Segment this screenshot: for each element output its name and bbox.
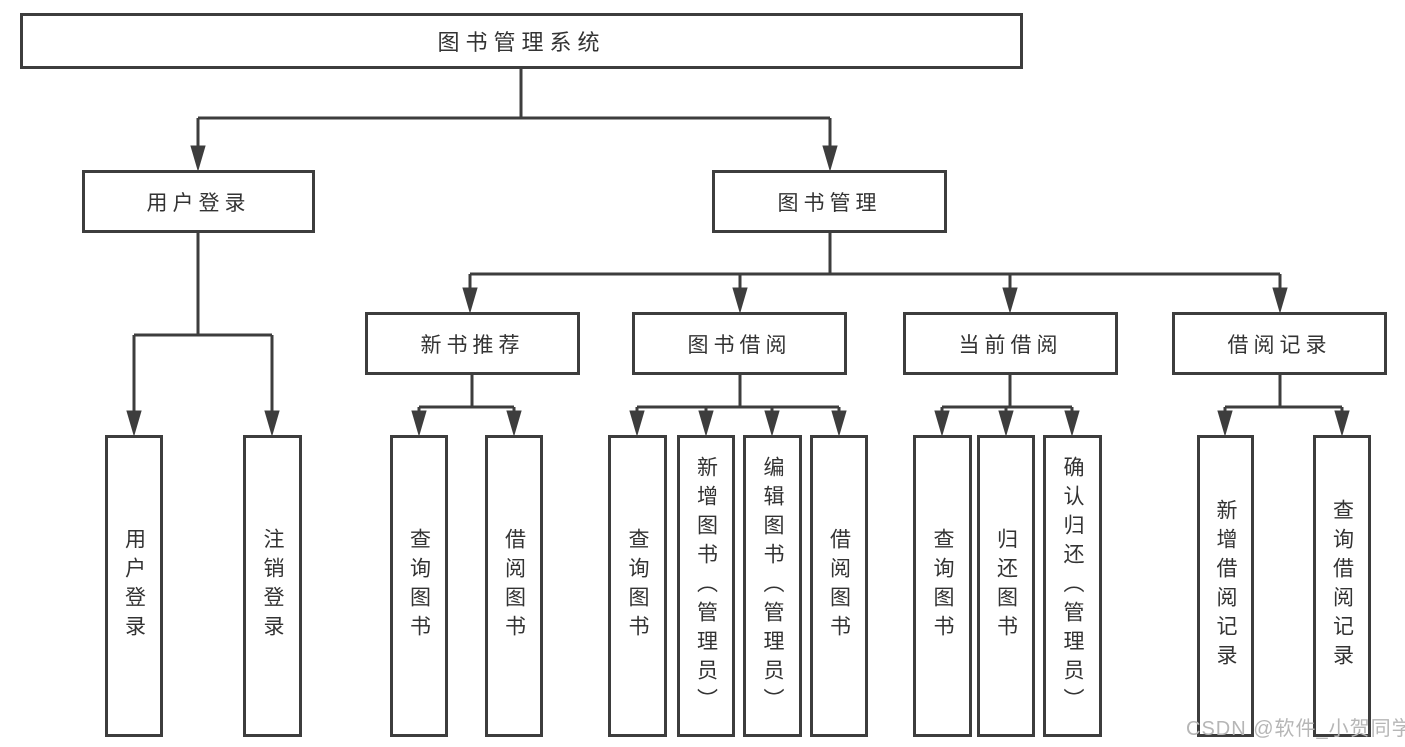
leaf-confirm-return-admin: 确认归还（管理员） xyxy=(1043,435,1102,737)
leaf-query-books-borrowing: 查询图书 xyxy=(608,435,667,737)
node-new-book-recommendation: 新书推荐 xyxy=(365,312,580,375)
leaf-add-borrow-record: 新增借阅记录 xyxy=(1197,435,1254,737)
leaf-query-books-recommend: 查询图书 xyxy=(390,435,448,737)
leaf-user-login: 用户登录 xyxy=(105,435,163,737)
leaf-borrow-books-borrowing: 借阅图书 xyxy=(810,435,868,737)
watermark-text: CSDN @软件_小贺同学 xyxy=(1186,718,1405,740)
leaf-query-borrow-record: 查询借阅记录 xyxy=(1313,435,1371,737)
node-user-login: 用户登录 xyxy=(82,170,315,233)
leaf-borrow-books-recommend: 借阅图书 xyxy=(485,435,543,737)
node-library-system: 图书管理系统 xyxy=(20,13,1023,69)
node-current-borrowing: 当前借阅 xyxy=(903,312,1118,375)
leaf-add-book-admin: 新增图书（管理员） xyxy=(677,435,735,737)
node-borrowing-records: 借阅记录 xyxy=(1172,312,1387,375)
leaf-edit-book-admin: 编辑图书（管理员） xyxy=(743,435,802,737)
leaf-logout: 注销登录 xyxy=(243,435,302,737)
node-book-management: 图书管理 xyxy=(712,170,947,233)
node-book-borrowing: 图书借阅 xyxy=(632,312,847,375)
leaf-query-books-current: 查询图书 xyxy=(913,435,972,737)
leaf-return-books: 归还图书 xyxy=(977,435,1035,737)
